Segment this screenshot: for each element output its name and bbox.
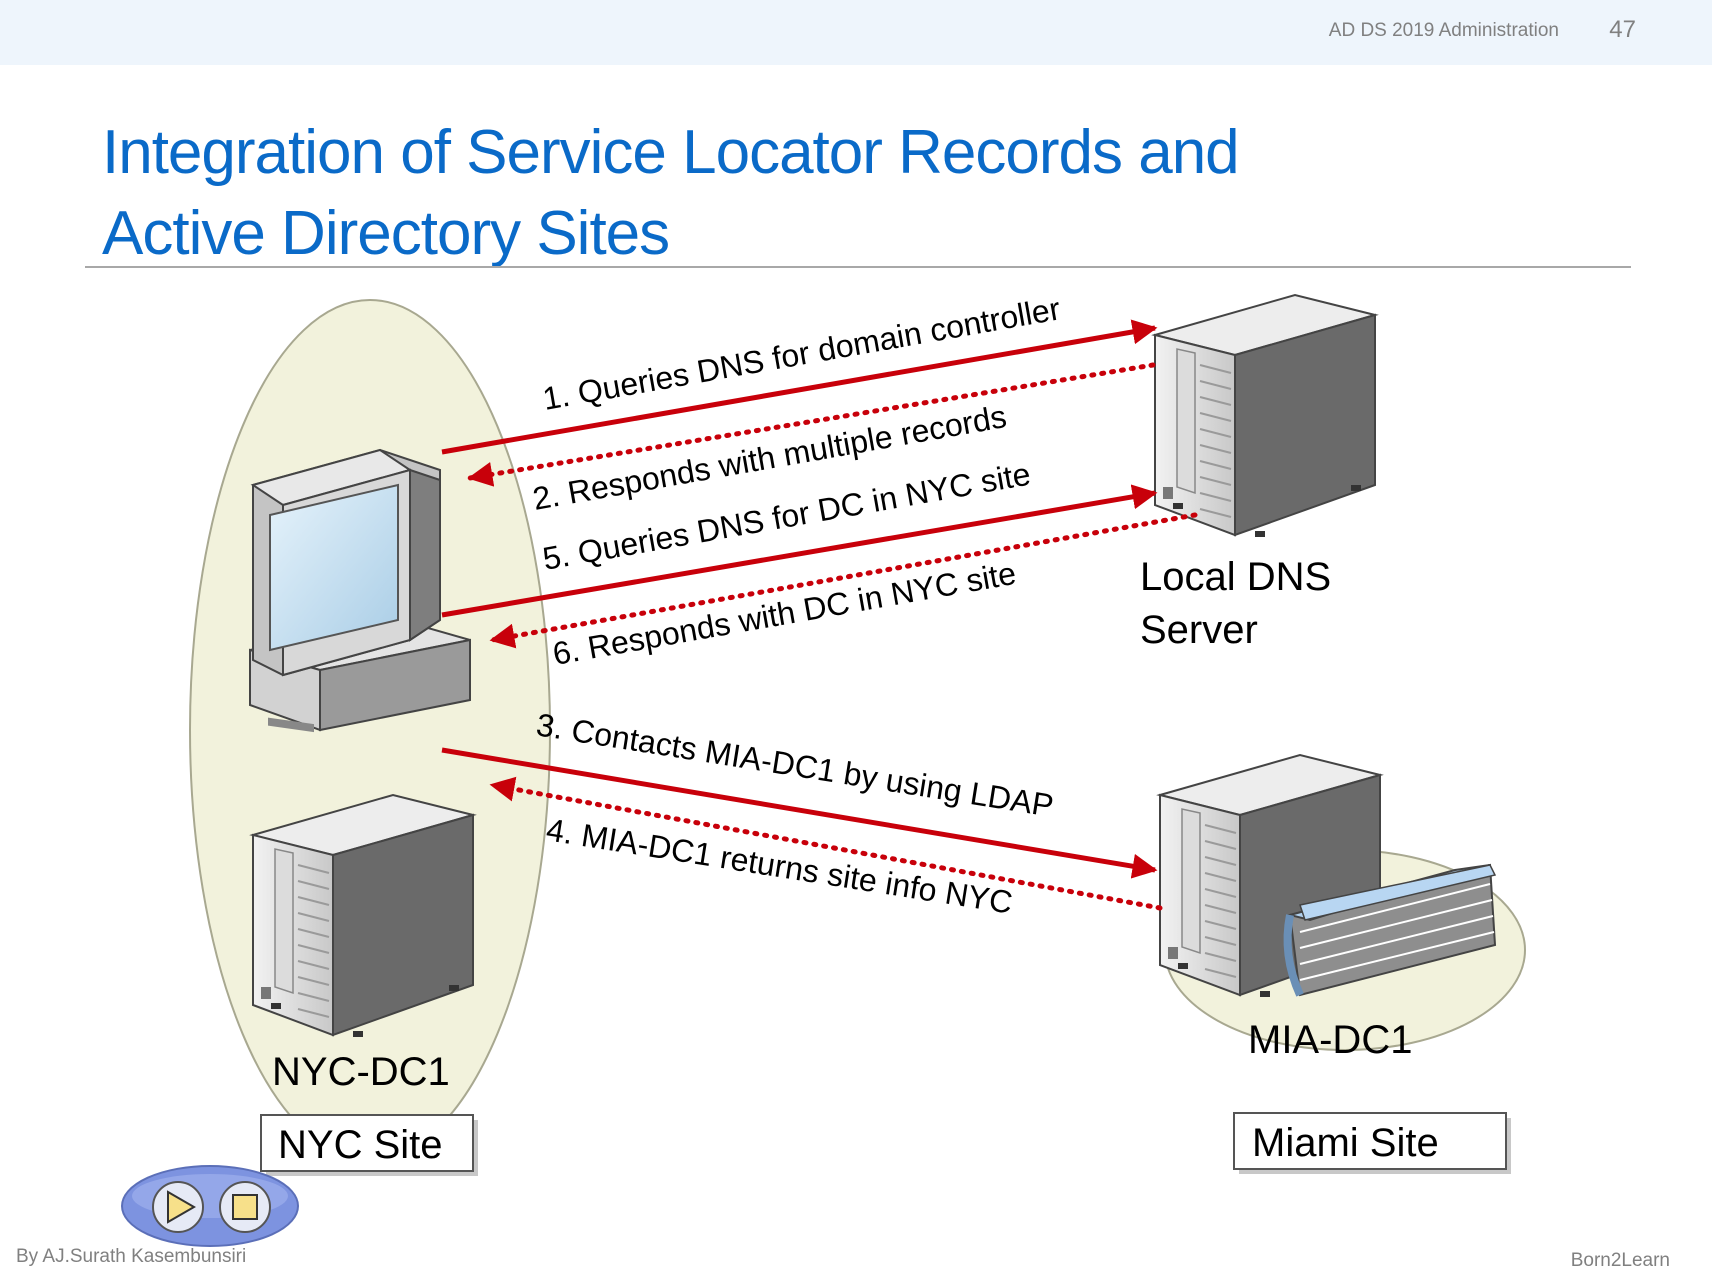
playback-controls xyxy=(121,1165,299,1247)
arrow-5-query xyxy=(441,484,1158,618)
dns-server-label-line-1: Local DNS xyxy=(1140,555,1331,599)
arrow-1-query xyxy=(441,319,1158,455)
stop-icon xyxy=(232,1194,258,1220)
dns-server-label-line-2: Server xyxy=(1140,608,1258,652)
arrow-6-label: 6. Responds with DC in NYC site xyxy=(550,555,1019,672)
footer-brand: Born2Learn xyxy=(1570,1250,1670,1271)
stop-button[interactable] xyxy=(219,1181,271,1233)
footer-author: By AJ.Surath Kasembunsiri xyxy=(16,1246,247,1267)
slide-title-line-1: Integration of Service Locator Records a… xyxy=(102,118,1240,187)
mia-dc1-label: MIA-DC1 xyxy=(1248,1018,1412,1062)
arrow-4-response xyxy=(489,776,1163,911)
arrow-1-label: 1. Queries DNS for domain controller xyxy=(540,290,1063,417)
nyc-site-box xyxy=(260,1114,474,1172)
arrow-6-response xyxy=(489,512,1198,649)
course-title: AD DS 2019 Administration xyxy=(1328,20,1559,41)
play-button[interactable] xyxy=(152,1181,204,1233)
page-number: 47 xyxy=(1609,16,1636,43)
nyc-site-label: NYC Site xyxy=(278,1123,443,1167)
nyc-site-area xyxy=(189,299,551,1161)
dns-server-icon xyxy=(1154,294,1376,538)
nyc-dc1-label: NYC-DC1 xyxy=(272,1050,450,1094)
miami-site-box xyxy=(1233,1112,1507,1170)
slide-title-line-2: Active Directory Sites xyxy=(102,199,670,268)
arrow-3-contact xyxy=(441,747,1158,879)
arrow-3-label: 3. Contacts MIA-DC1 by using LDAP xyxy=(534,706,1056,823)
play-icon xyxy=(167,1190,197,1224)
client-computer-icon xyxy=(249,448,471,733)
slide-title: Integration of Service Locator Records a… xyxy=(102,112,1602,274)
title-divider xyxy=(85,266,1631,268)
header-band xyxy=(0,0,1712,65)
directory-binder-icon xyxy=(1283,863,1497,997)
miami-site-label: Miami Site xyxy=(1252,1121,1439,1165)
